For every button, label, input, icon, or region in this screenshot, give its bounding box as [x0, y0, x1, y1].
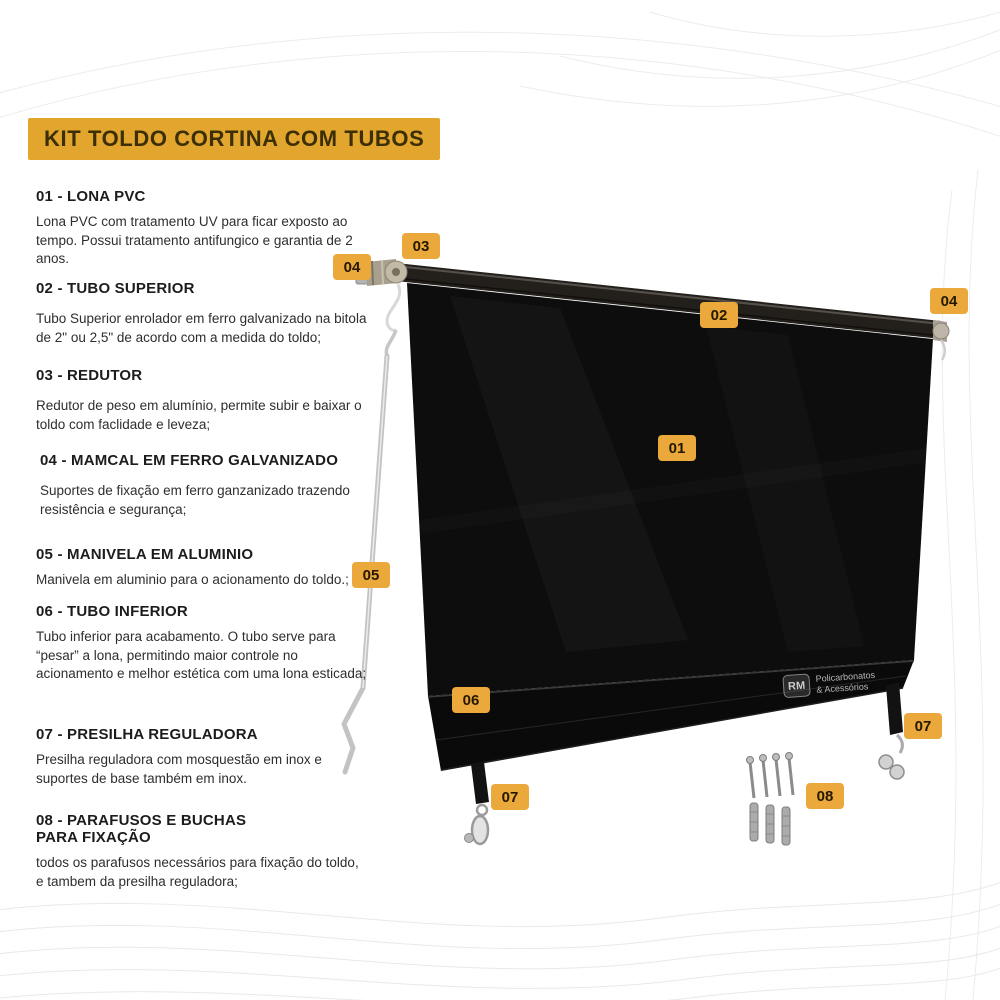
section-heading: 03 - REDUTOR — [36, 367, 143, 384]
section-body: Lona PVC com tratamento UV para ficar ex… — [36, 214, 353, 267]
diagram-label-01: 01 — [658, 435, 696, 461]
section-heading: 07 - PRESILHA REGULADORA — [36, 726, 258, 743]
left-strap-carabiner-icon — [464, 762, 490, 846]
section-body: Presilha reguladora com mosquestão em in… — [36, 752, 322, 786]
section-mamcal: 04 - MAMCAL EM FERRO GALVANIZADO Suporte… — [40, 452, 372, 519]
section-tubo-inferior: 06 - TUBO INFERIOR Tubo inferior para ac… — [36, 603, 368, 684]
section-presilha: 07 - PRESILHA REGULADORA Presilha regula… — [36, 726, 368, 788]
section-heading: 02 - TUBO SUPERIOR — [36, 280, 195, 297]
diagram-label-07-right: 07 — [904, 713, 942, 739]
diagram-label-03: 03 — [402, 233, 440, 259]
page-title: KIT TOLDO CORTINA COM TUBOS — [28, 118, 441, 160]
right-strap-pulley-icon — [878, 682, 905, 780]
section-lona-pvc: 01 - LONA PVC Lona PVC com tratamento UV… — [36, 188, 368, 269]
section-heading: 08 - PARAFUSOS E BUCHAS PARA FIXAÇÃO — [36, 812, 247, 846]
diagram-label-08: 08 — [806, 783, 844, 809]
diagram-label-04-left: 04 — [333, 254, 371, 280]
section-body: Tubo inferior para acabamento. O tubo se… — [36, 629, 367, 682]
fabric-panel — [407, 283, 933, 696]
section-heading: 06 - TUBO INFERIOR — [36, 603, 188, 620]
bottom-tube-pocket — [427, 660, 915, 771]
section-heading: 04 - MAMCAL EM FERRO GALVANIZADO — [40, 452, 339, 469]
section-heading: 05 - MANIVELA EM ALUMINIO — [36, 546, 254, 563]
diagram-label-05: 05 — [352, 562, 390, 588]
section-heading: 01 - LONA PVC — [36, 188, 146, 205]
diagram-label-02: 02 — [700, 302, 738, 328]
section-redutor: 03 - REDUTOR Redutor de peso em alumínio… — [36, 367, 368, 434]
top-roller-tube — [395, 263, 942, 339]
diagram-label-07-left: 07 — [491, 784, 529, 810]
section-manivela: 05 - MANIVELA EM ALUMINIO Manivela em al… — [36, 546, 368, 590]
right-bracket-icon — [932, 320, 950, 361]
diagram-label-06: 06 — [452, 687, 490, 713]
screws-and-plugs-icon — [746, 752, 795, 846]
section-body: Suportes de fixação em ferro ganzanizado… — [40, 483, 350, 517]
section-tubo-superior: 02 - TUBO SUPERIOR Tubo Superior enrolad… — [36, 280, 368, 347]
section-parafusos: 08 - PARAFUSOS E BUCHAS PARA FIXAÇÃO tod… — [36, 812, 368, 891]
section-body: Manivela em aluminio para o acionamento … — [36, 572, 349, 587]
diagram-label-04-right: 04 — [930, 288, 968, 314]
section-body: Tubo Superior enrolador em ferro galvani… — [36, 311, 367, 345]
section-body: todos os parafusos necessários para fixa… — [36, 855, 359, 889]
brand-logo-icon: RM — [782, 673, 811, 699]
reducer-end-cap-icon — [366, 259, 408, 332]
section-body: Redutor de peso em alumínio, permite sub… — [36, 398, 362, 432]
